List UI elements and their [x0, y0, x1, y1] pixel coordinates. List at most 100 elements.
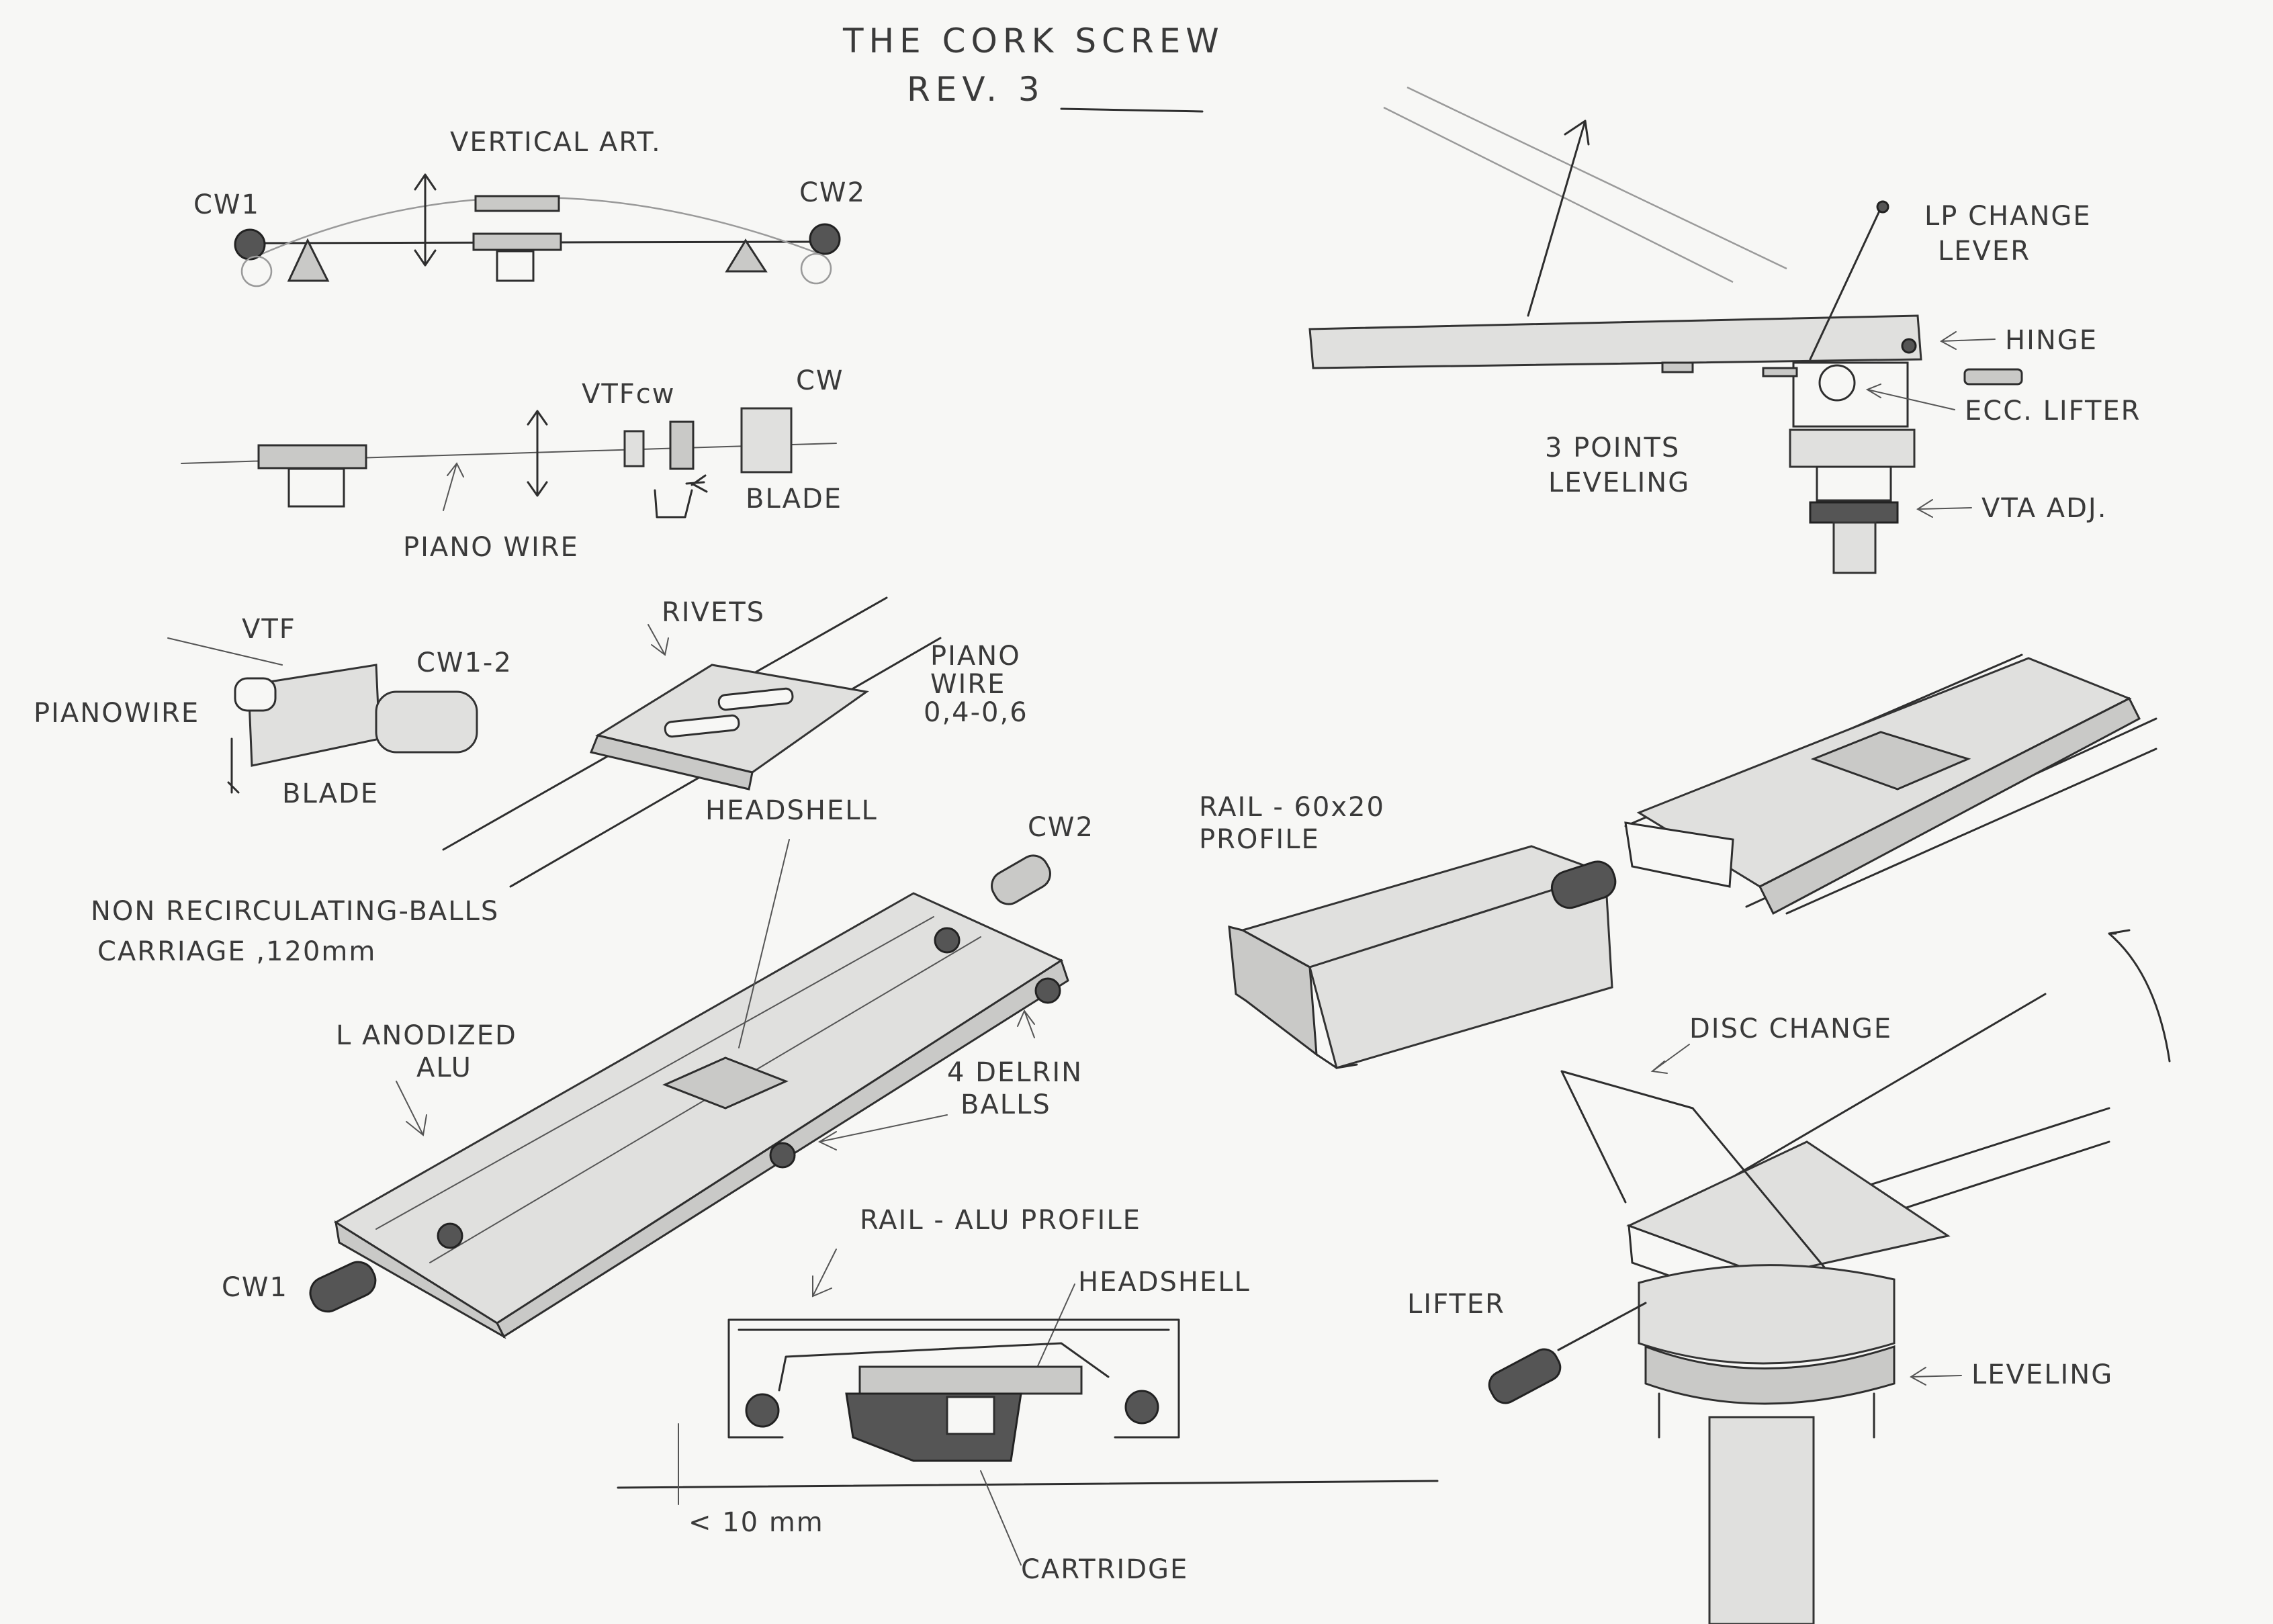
lever-ghost-lines [1383, 86, 1787, 283]
profile-side [1308, 871, 1613, 1069]
lever-arc-arrow [1527, 120, 1590, 317]
block-base [496, 250, 535, 282]
rivets-pointer [648, 624, 669, 656]
rivet-carriage-side [589, 734, 754, 791]
label-cw1-2: CW1-2 [416, 647, 512, 678]
rail-section-outline [727, 1318, 1180, 1439]
pivot-left [287, 238, 330, 282]
rail-carriage-3d-sketch [1550, 653, 2157, 915]
revision-underline [1060, 107, 1204, 113]
lifter-shaft [1557, 1302, 1647, 1351]
record-surface-line [617, 1480, 1439, 1489]
section-headshell [858, 1365, 1083, 1395]
rail-side [1758, 696, 2141, 915]
delrin-ball-4 [437, 1222, 463, 1249]
hinge-pin [1901, 338, 1917, 354]
leveling-lower [1816, 465, 1892, 502]
wire-pointer [443, 462, 464, 511]
counterweight-left [234, 228, 266, 261]
delrin-pointer-2 [1017, 1009, 1035, 1038]
rail-end-bracket [1624, 821, 1734, 888]
carriage-base [287, 467, 345, 508]
disc-change-sketch: DISC CHANGE LIFTER LEVELING [1407, 929, 2171, 1624]
platform-foot [1661, 361, 1694, 373]
rail-ball-left [745, 1393, 780, 1428]
label-leveling: LEVELING [1971, 1359, 2113, 1390]
cw2-cylinder [991, 854, 1051, 905]
vtf-block-2 [669, 420, 695, 470]
vtf-drop [227, 737, 240, 794]
delrin-ball-1 [934, 927, 961, 954]
carriage-body [257, 444, 367, 469]
label-hinge: HINGE [2005, 325, 2098, 356]
disc-change-pointer [1650, 1044, 1690, 1074]
block-lower [472, 232, 562, 251]
label-lt-10mm: < 10 mm [688, 1507, 824, 1538]
vertical-articulation-sketch: VERTICAL ART. CW1 CW2 [193, 127, 866, 287]
cartridge-pointer [980, 1470, 1022, 1566]
lifter-knob [1488, 1348, 1562, 1404]
disc-change-arrow [2108, 929, 2171, 1063]
vertical-arrow [414, 173, 437, 267]
vtf-block-1 [623, 430, 645, 467]
vta-screw [1832, 521, 1877, 574]
label-vtf: VTF [242, 614, 296, 645]
label-blade-2: BLADE [282, 778, 379, 809]
rail-alu-pointer [812, 1249, 837, 1298]
drum-legs [1658, 1392, 1875, 1439]
delrin-pointer [817, 1114, 948, 1151]
eccentric-lifter [1818, 364, 1856, 402]
label-headshell-2: HEADSHELL [1078, 1267, 1251, 1298]
rail-ball-right [1124, 1390, 1159, 1425]
rail-alu-profile-sketch: RAIL - ALU PROFILE HEADSHELL < 10 mm CAR… [617, 1205, 1439, 1585]
label-piano-wire: PIANO WIRE [403, 532, 579, 563]
hinge-pointer [1940, 331, 1996, 350]
label-cw1: CW1 [193, 189, 260, 220]
label-rivets: RIVETS [662, 597, 765, 628]
lp-platform [1308, 314, 1922, 369]
wire-vertical-arrow [527, 410, 548, 497]
label-rail-alu: RAIL - ALU PROFILE [860, 1205, 1141, 1236]
leveling-drum [1638, 1264, 1896, 1365]
label-cw2: CW2 [799, 177, 866, 208]
label-blade: BLADE [746, 484, 842, 514]
lever-rod [1809, 207, 1882, 361]
profile-flange [1315, 1053, 1358, 1069]
vta-pointer [1916, 499, 1972, 518]
label-vertical-art: VERTICAL ART. [450, 127, 662, 158]
sketch-title: THE CORK SCREW [842, 21, 1224, 60]
cw-cylinder [740, 407, 793, 473]
label-cw1-b: CW1 [222, 1272, 288, 1303]
label-pianowire: PIANOWIRE [34, 698, 199, 729]
carriage-end [334, 1220, 506, 1339]
vtf-knob [234, 677, 277, 712]
label-cw: CW [796, 365, 844, 396]
rail-section-lip [778, 1342, 1110, 1392]
leveling-ring [1644, 1345, 1896, 1405]
carriage-headshell [662, 1056, 789, 1110]
rivet-slot-2 [664, 714, 740, 738]
leveling-block [1789, 428, 1916, 468]
ecc-pointer [1865, 384, 1955, 410]
label-vta-adj: VTA ADJ. [1981, 493, 2107, 524]
label-disc-change: DISC CHANGE [1689, 1013, 1892, 1044]
disc-lever-frame [1560, 1070, 1855, 1304]
counterweight-left-ghost [240, 255, 273, 287]
lifter-rod [1762, 367, 1798, 377]
label-lifter: LIFTER [1407, 1289, 1505, 1320]
rivet-slot-1 [717, 687, 794, 711]
lever-knob [1876, 200, 1889, 214]
headshell-pointer [738, 839, 790, 1048]
pillar [1708, 1416, 1815, 1624]
counterweight-right [809, 223, 841, 255]
